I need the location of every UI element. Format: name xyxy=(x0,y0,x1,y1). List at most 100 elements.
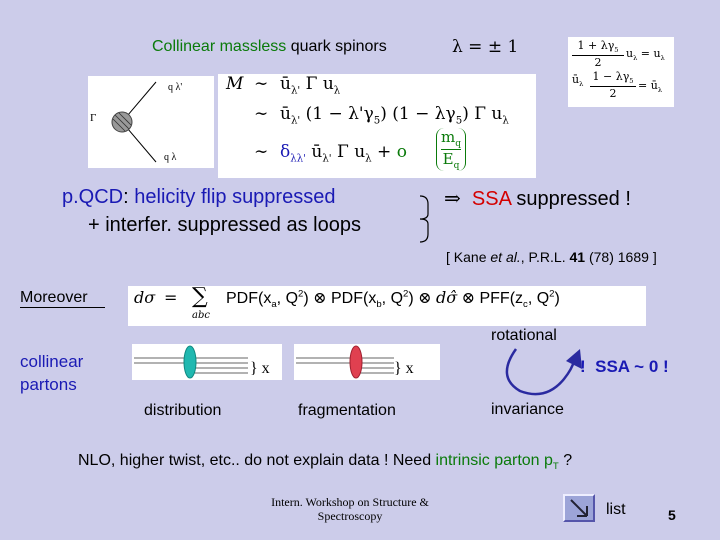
distribution-diagram: } x xyxy=(132,344,282,380)
projector-num-2-sub: 5 xyxy=(629,77,634,86)
pff: PFF(z xyxy=(479,290,524,307)
list-button[interactable] xyxy=(563,494,595,522)
fragmentation-diagram: } x xyxy=(294,344,440,380)
title-highlight: Collinear massless xyxy=(152,38,287,55)
pdf1-sub: a xyxy=(271,299,277,311)
nlo-text: NLO, higher twist, etc.. do not explain … xyxy=(78,452,436,469)
pdf-terms: PDF(xa, Q2) ⊗ PDF(xb, Q2) ⊗ dσ̂ ⊗ PFF(zc… xyxy=(226,288,560,310)
projector-eq-2-sub: λ xyxy=(657,86,662,95)
eq-order-fraction: mq Eq xyxy=(436,128,466,171)
amplitude-equation: M ∼ ūλ' Γ uλ ∼ ūλ' (1 − λ'γ5) (1 − λγ5) … xyxy=(218,74,536,178)
eq-row2-c-sub: 5 xyxy=(455,115,463,127)
pdf2: PDF(x xyxy=(331,290,377,307)
projector-u-sub: λ xyxy=(633,54,638,63)
distribution-svg xyxy=(134,345,248,379)
projector-rhs-1: uλ = uλ xyxy=(626,47,665,62)
fragmentation-label: fragmentation xyxy=(298,402,396,419)
eq-row-3: δλλ' ūλ' Γ uλ + o xyxy=(280,142,407,164)
eq-row3-gamma: Γ u xyxy=(331,142,366,162)
eq-row1-ubar-sub: λ' xyxy=(290,85,301,97)
eq-sim-1: ∼ xyxy=(254,74,269,94)
eq-row3-ubar: ū xyxy=(305,142,323,162)
ref-volume: 41 xyxy=(569,249,586,265)
eq-mq-sub: q xyxy=(455,139,461,149)
pdf2-end: ) xyxy=(408,290,414,307)
title-rest: quark spinors xyxy=(286,38,387,55)
eq-row3-delta-sub: λλ' xyxy=(290,153,306,165)
helicity-values: λ = ± 1 xyxy=(452,37,519,57)
projector-eq-1-sub: λ xyxy=(660,54,665,63)
cross-section-formula: dσ = ∑ abc PDF(xa, Q2) ⊗ PDF(xb, Q2) ⊗ d… xyxy=(128,284,646,326)
eq-mq: mq xyxy=(441,128,461,149)
eq-M: M xyxy=(226,74,244,94)
projector-den-1: 2 xyxy=(572,55,624,69)
nlo-end: ? xyxy=(558,452,573,469)
partons-line-1: collinear xyxy=(20,352,84,371)
collinear-partons-label: collinear partons xyxy=(20,350,83,396)
ref-etal: et al. xyxy=(490,249,521,265)
partons-line-2: partons xyxy=(20,375,77,394)
projector-rhs-2: = ūλ xyxy=(638,79,662,94)
projector-num-2: 1 − λγ xyxy=(592,70,630,83)
eq-mq-m: m xyxy=(441,128,456,146)
projector-num-1: 1 + λγ xyxy=(577,39,615,52)
list-arrow-icon xyxy=(570,499,588,517)
projector-eq-1: = u xyxy=(640,47,661,60)
sum-icon: ∑ xyxy=(192,284,208,309)
eq-row2-ubar: ū xyxy=(280,104,291,124)
invariance-label: invariance xyxy=(491,401,564,418)
page-number: 5 xyxy=(668,507,676,523)
pff-sub: c xyxy=(523,299,528,311)
eq-row3-o: o xyxy=(396,142,407,162)
otimes-2: ⊗ xyxy=(418,288,432,307)
nlo-statement: NLO, higher twist, etc.. do not explain … xyxy=(78,452,572,472)
ssa-label: SSA xyxy=(471,188,511,210)
moreover-underline xyxy=(20,307,105,308)
projector-panel: 1 + λγ 5 2 uλ = uλ ūλ 1 − λγ5 2 = ūλ xyxy=(568,37,674,107)
eq-Eq-sub: q xyxy=(453,161,460,171)
pqcd-line-2: + interfer. suppressed as loops xyxy=(88,214,361,236)
eq-row2-end-sub: λ xyxy=(502,115,509,127)
pqcd-colon: : xyxy=(123,186,135,208)
pdf1-rest: , Q xyxy=(276,290,299,307)
eq-row3-delta: δ xyxy=(280,142,291,162)
x-right: } x xyxy=(394,360,414,377)
eq-Eq-E: E xyxy=(442,150,454,168)
otimes-3: ⊗ xyxy=(461,288,476,307)
eq-row3-plus: + xyxy=(371,142,397,162)
ssa-rest: suppressed ! xyxy=(510,188,631,210)
pdf2-sub: b xyxy=(376,299,382,311)
ssa-zero-result: SSA ~ 0 ! xyxy=(595,357,669,376)
pqcd-helicity: helicity flip suppressed xyxy=(134,186,336,208)
vertex-svg xyxy=(111,81,157,163)
pqcd-line-1: p.QCD: helicity flip suppressed xyxy=(62,186,335,209)
eq-row2-c: ) (1 − λγ xyxy=(380,104,456,124)
ref-journal: , P.R.L. xyxy=(520,249,570,265)
moreover-label: Moreover xyxy=(20,289,88,306)
reference: [ Kane et al., P.R.L. 41 (78) 1689 ] xyxy=(446,249,657,265)
pdf2-sup: 2 xyxy=(403,288,409,300)
projector-den-2: 2 xyxy=(590,86,636,100)
workshop-footer: Intern. Workshop on Structure & Spectros… xyxy=(258,495,442,523)
list-link[interactable]: list xyxy=(606,501,626,518)
projector-lhs-2: ūλ xyxy=(572,73,583,88)
ref-authors: Kane xyxy=(453,249,491,265)
eq-sim-2: ∼ xyxy=(254,104,269,124)
eq-row2-b: (1 − λ'γ xyxy=(300,104,374,124)
dsigma: dσ xyxy=(134,288,156,307)
pqcd-brace xyxy=(419,195,429,243)
eq-row1-ubar: ū xyxy=(280,74,291,94)
formula-eq: = xyxy=(164,288,178,307)
eq-row1-end-sub: λ xyxy=(333,85,341,97)
eq-row2-b-sub: 5 xyxy=(373,115,381,127)
pff-rest: , Q xyxy=(527,290,550,307)
projector-frac-2: 1 − λγ5 2 xyxy=(590,70,636,100)
eq-Eq: Eq xyxy=(441,149,461,171)
vertex-gamma: Γ xyxy=(90,112,97,124)
ssa-zero: ! SSA ~ 0 ! xyxy=(580,357,669,377)
rotational-label: rotational xyxy=(491,327,557,344)
x-left: } x xyxy=(250,360,270,377)
pdf1: PDF(x xyxy=(226,290,272,307)
eq-row3-gamma-sub: λ xyxy=(365,153,372,165)
sum-sub: abc xyxy=(192,310,210,321)
